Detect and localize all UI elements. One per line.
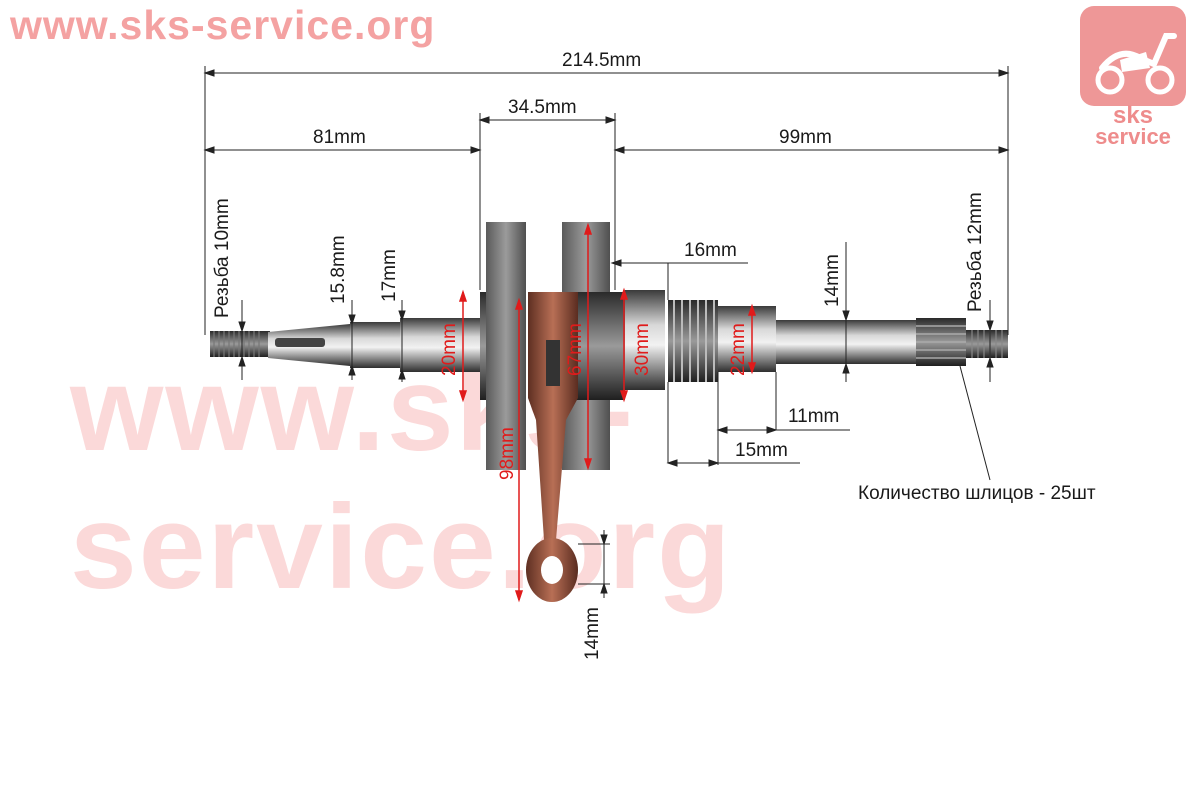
right-thread — [668, 300, 718, 382]
web-diameter-label: 67mm — [565, 323, 586, 376]
right-length-label: 99mm — [779, 127, 832, 148]
watermark-url-top: www.sks-service.org — [10, 2, 436, 48]
shaft-diameter-left-label: 17mm — [379, 249, 400, 302]
total-length-label: 214.5mm — [562, 50, 642, 71]
step-11-label: 11mm — [788, 406, 840, 427]
bearing-left-diameter-label: 20mm — [439, 323, 460, 376]
step-15-label: 15mm — [735, 440, 788, 461]
logo-text-sks: sks — [1112, 102, 1154, 129]
bearing-right-diameter-label: 30mm — [632, 323, 653, 376]
left-web — [486, 222, 526, 470]
logo-text-service: service — [1095, 124, 1171, 149]
shaft-diameter-right-label: 14mm — [822, 254, 843, 307]
rod-length-label: 98mm — [497, 427, 518, 480]
dimension-lines — [203, 66, 1010, 598]
connecting-rod — [526, 292, 578, 602]
left-length-label: 81mm — [313, 127, 366, 148]
taper-diameter-label: 15.8mm — [328, 235, 349, 304]
collar-diameter-label: 22mm — [728, 323, 749, 376]
splines-label: Количество шлицов - 25шт — [858, 483, 1096, 504]
left-thread — [210, 331, 270, 357]
thread-length-label: 16mm — [684, 240, 737, 261]
right-thread-label: Резьба 12mm — [965, 192, 986, 312]
sks-logo: sks service — [1080, 6, 1186, 149]
small-end-diameter-label: 14mm — [582, 607, 603, 660]
left-thread-label: Резьба 10mm — [212, 198, 233, 318]
red-dimension-lines — [458, 222, 757, 603]
scooter-icon — [1080, 6, 1186, 106]
web-width-label: 34.5mm — [508, 97, 577, 118]
